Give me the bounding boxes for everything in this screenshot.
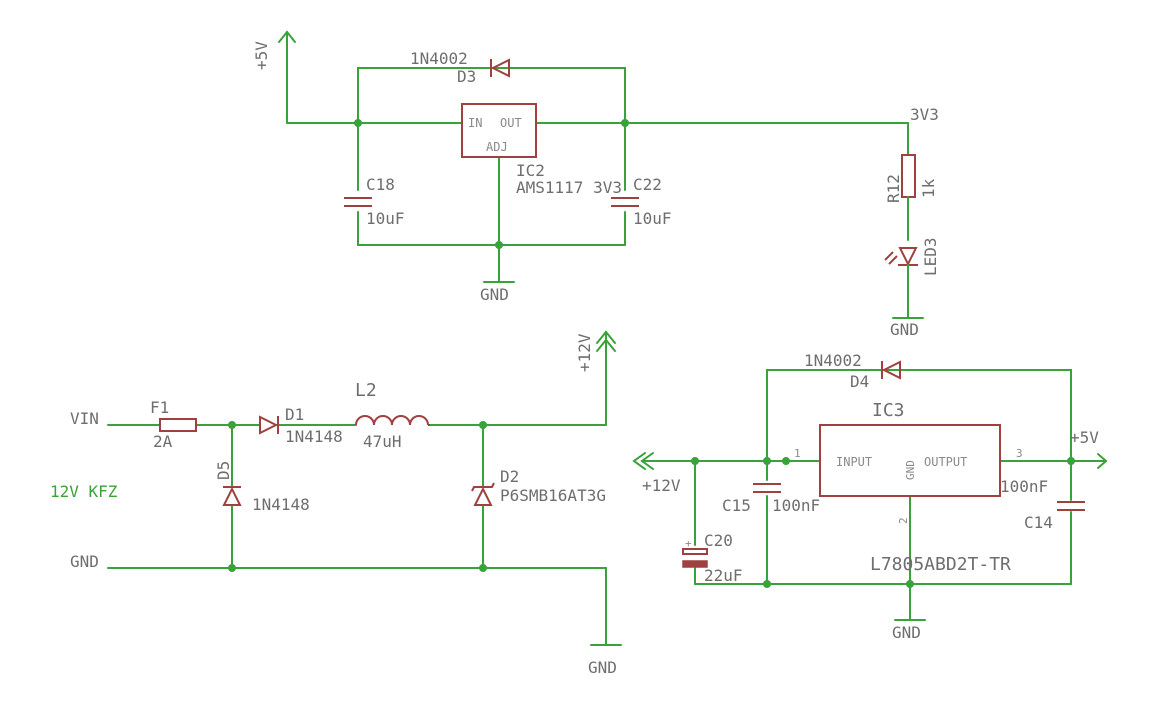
diode-d4 xyxy=(881,360,901,380)
supply-5v-label: +5V xyxy=(252,41,271,70)
rail-12v-label-left: +12V xyxy=(642,476,681,495)
capacitor-c20-ref: C20 xyxy=(704,531,733,550)
diode-d5-ref: D5 xyxy=(214,461,233,480)
capacitor-c22 xyxy=(611,197,639,207)
ground-label-input: GND xyxy=(588,658,617,677)
ground-label-led: GND xyxy=(890,320,919,339)
ic2-pin-adj: ADJ xyxy=(486,140,508,154)
ic3-pin-gnd: GND xyxy=(904,460,917,480)
capacitor-c18-ref: C18 xyxy=(366,175,395,194)
diode-d3-part: 1N4002 xyxy=(410,49,468,68)
rail-5v-out-label: +5V xyxy=(1070,428,1099,447)
diode-d3-ref: D3 xyxy=(457,67,476,86)
ic3-ref: IC3 xyxy=(872,400,905,421)
ic2-ref: IC2 xyxy=(516,161,545,180)
tvs-d2-ref: D2 xyxy=(500,467,519,486)
ground-label-ic2: GND xyxy=(480,285,509,304)
diode-d3 xyxy=(490,58,510,78)
capacitor-c20: + xyxy=(682,537,708,568)
capacitor-c18 xyxy=(344,197,372,207)
ic2-regulator: IN OUT ADJ xyxy=(461,103,537,158)
ic2-pin-in: IN xyxy=(468,116,482,130)
capacitor-c15-value: 100nF xyxy=(772,496,820,515)
capacitor-c14 xyxy=(1057,501,1085,511)
diode-d5-part: 1N4148 xyxy=(252,495,310,514)
rail-12v-label-up: +12V xyxy=(575,333,594,372)
fuse-f1-ref: F1 xyxy=(150,398,169,417)
svg-text:+: + xyxy=(685,537,692,550)
resistor-r12-ref: R12 xyxy=(884,174,903,203)
capacitor-c14-ref: C14 xyxy=(1024,513,1053,532)
capacitor-c14-value: 100nF xyxy=(1000,477,1048,496)
inductor-l2-value: 47uH xyxy=(363,432,402,451)
resistor-r12 xyxy=(901,154,916,241)
capacitor-c15 xyxy=(753,483,781,493)
diode-d4-ref: D4 xyxy=(850,372,869,391)
tvs-diode-d2 xyxy=(471,482,495,506)
ic2-pin-out: OUT xyxy=(500,116,522,130)
capacitor-c20-value: 22uF xyxy=(704,566,743,585)
fuse-f1 xyxy=(159,418,197,432)
ic3-pin1: 1 xyxy=(794,447,801,460)
diode-d4-part: 1N4002 xyxy=(804,351,862,370)
led-led3-ref: LED3 xyxy=(921,237,940,276)
supply-5v-symbol xyxy=(278,30,296,124)
fuse-f1-value: 2A xyxy=(153,432,173,451)
ic3-pin3: 3 xyxy=(1016,447,1023,460)
ic3-pin-output: OUTPUT xyxy=(924,455,967,469)
gnd-input-label: GND xyxy=(70,552,99,571)
ground-label-ic3: GND xyxy=(892,623,921,642)
diode-d1-ref: D1 xyxy=(285,405,304,424)
capacitor-c18-value: 10uF xyxy=(366,209,405,228)
inductor-l2-ref: L2 xyxy=(355,380,377,401)
rail-3v3-label: 3V3 xyxy=(910,105,939,124)
rail-12v-arrow-up xyxy=(596,330,616,352)
note-12v-kfz: 12V KFZ xyxy=(50,482,118,501)
capacitor-c22-ref: C22 xyxy=(633,175,662,194)
ic3-pin2: 2 xyxy=(897,517,910,524)
vin-label: VIN xyxy=(70,409,99,428)
ic3-pin-input: INPUT xyxy=(836,455,872,469)
diode-d1 xyxy=(259,415,279,435)
tvs-d2-part: P6SMB16AT3G xyxy=(500,486,606,505)
resistor-r12-value: 1k xyxy=(919,178,938,198)
ic2-value: AMS1117 3V3 xyxy=(516,178,622,197)
regulator-5v-section: +12V 1N4002 D4 INPUT OUTPUT xyxy=(632,351,1108,642)
diode-d1-part: 1N4148 xyxy=(285,427,343,446)
ic3-regulator: INPUT OUTPUT GND 1 2 3 xyxy=(794,424,1023,524)
ic3-value: L7805ABD2T-TR xyxy=(870,554,1011,575)
inductor-l2 xyxy=(355,415,430,426)
diode-d5 xyxy=(222,486,242,506)
regulator-3v3-section: +5V 1N4002 D3 IN OUT ADJ IC2 xyxy=(252,30,940,339)
capacitor-c22-value: 10uF xyxy=(633,209,672,228)
led-led3 xyxy=(884,247,918,319)
input-stage-section: VIN GND 12V KFZ F1 2A D1 1N4148 xyxy=(50,330,622,677)
capacitor-c15-ref: C15 xyxy=(722,496,751,515)
